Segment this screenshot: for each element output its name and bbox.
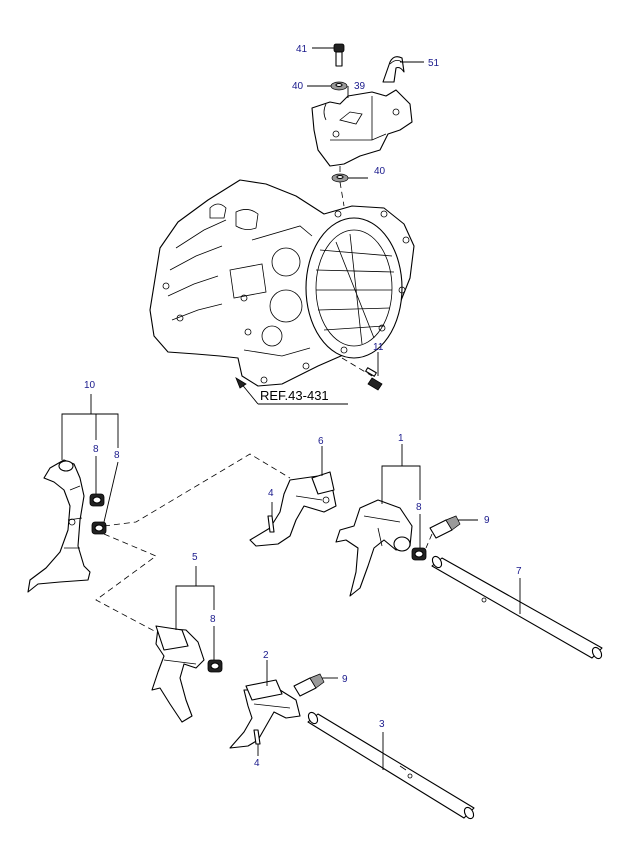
callout-9-a: 9 [484, 515, 490, 526]
shift-fork-10 [27, 459, 91, 593]
callout-8-c: 8 [416, 502, 422, 513]
callout-41: 41 [296, 44, 308, 55]
washer-40-upper [307, 81, 348, 91]
shift-fork-6 [249, 446, 337, 547]
callout-10: 10 [84, 380, 96, 391]
callout-3: 3 [379, 719, 385, 730]
callout-7: 7 [516, 566, 522, 577]
detent-plug-9-a [429, 515, 478, 539]
callout-51: 51 [428, 58, 440, 69]
shift-fork-5 [151, 625, 205, 723]
shift-rod-3 [307, 711, 475, 820]
reference-label: REF.43-431 [260, 388, 329, 403]
callout-9-b: 9 [342, 674, 348, 685]
callout-40-lower: 40 [374, 166, 386, 177]
callout-40-upper: 40 [292, 81, 304, 92]
callout-5: 5 [192, 552, 198, 563]
callout-8-a: 8 [93, 444, 99, 455]
detent-plug-9-b [293, 673, 338, 697]
pin-4-b [253, 729, 261, 756]
shift-fork-2 [229, 679, 301, 749]
clip-51 [382, 56, 424, 83]
callout-1: 1 [398, 433, 404, 444]
bushing-8-b [91, 521, 107, 535]
bushing-8-a [89, 493, 105, 507]
reference-pointer [235, 377, 348, 405]
bolt-11 [341, 352, 383, 391]
bushing-8-d [207, 659, 223, 673]
pin-4-a [267, 502, 275, 533]
washer-40-lower [331, 173, 368, 183]
bushing-8-c [411, 547, 427, 561]
shift-rod-7 [431, 555, 603, 660]
bolt-41 [312, 43, 345, 67]
bracket-39 [311, 86, 413, 167]
transmission-case [149, 179, 415, 387]
callout-11: 11 [373, 342, 384, 353]
callout-2: 2 [263, 650, 269, 661]
callout-8-b: 8 [114, 450, 120, 461]
callout-6: 6 [318, 436, 324, 447]
callout-39: 39 [354, 81, 366, 92]
callout-4-b: 4 [254, 758, 260, 769]
shift-fork-1 [335, 499, 413, 597]
callout-4-a: 4 [268, 488, 274, 499]
callout-8-d: 8 [210, 614, 216, 625]
